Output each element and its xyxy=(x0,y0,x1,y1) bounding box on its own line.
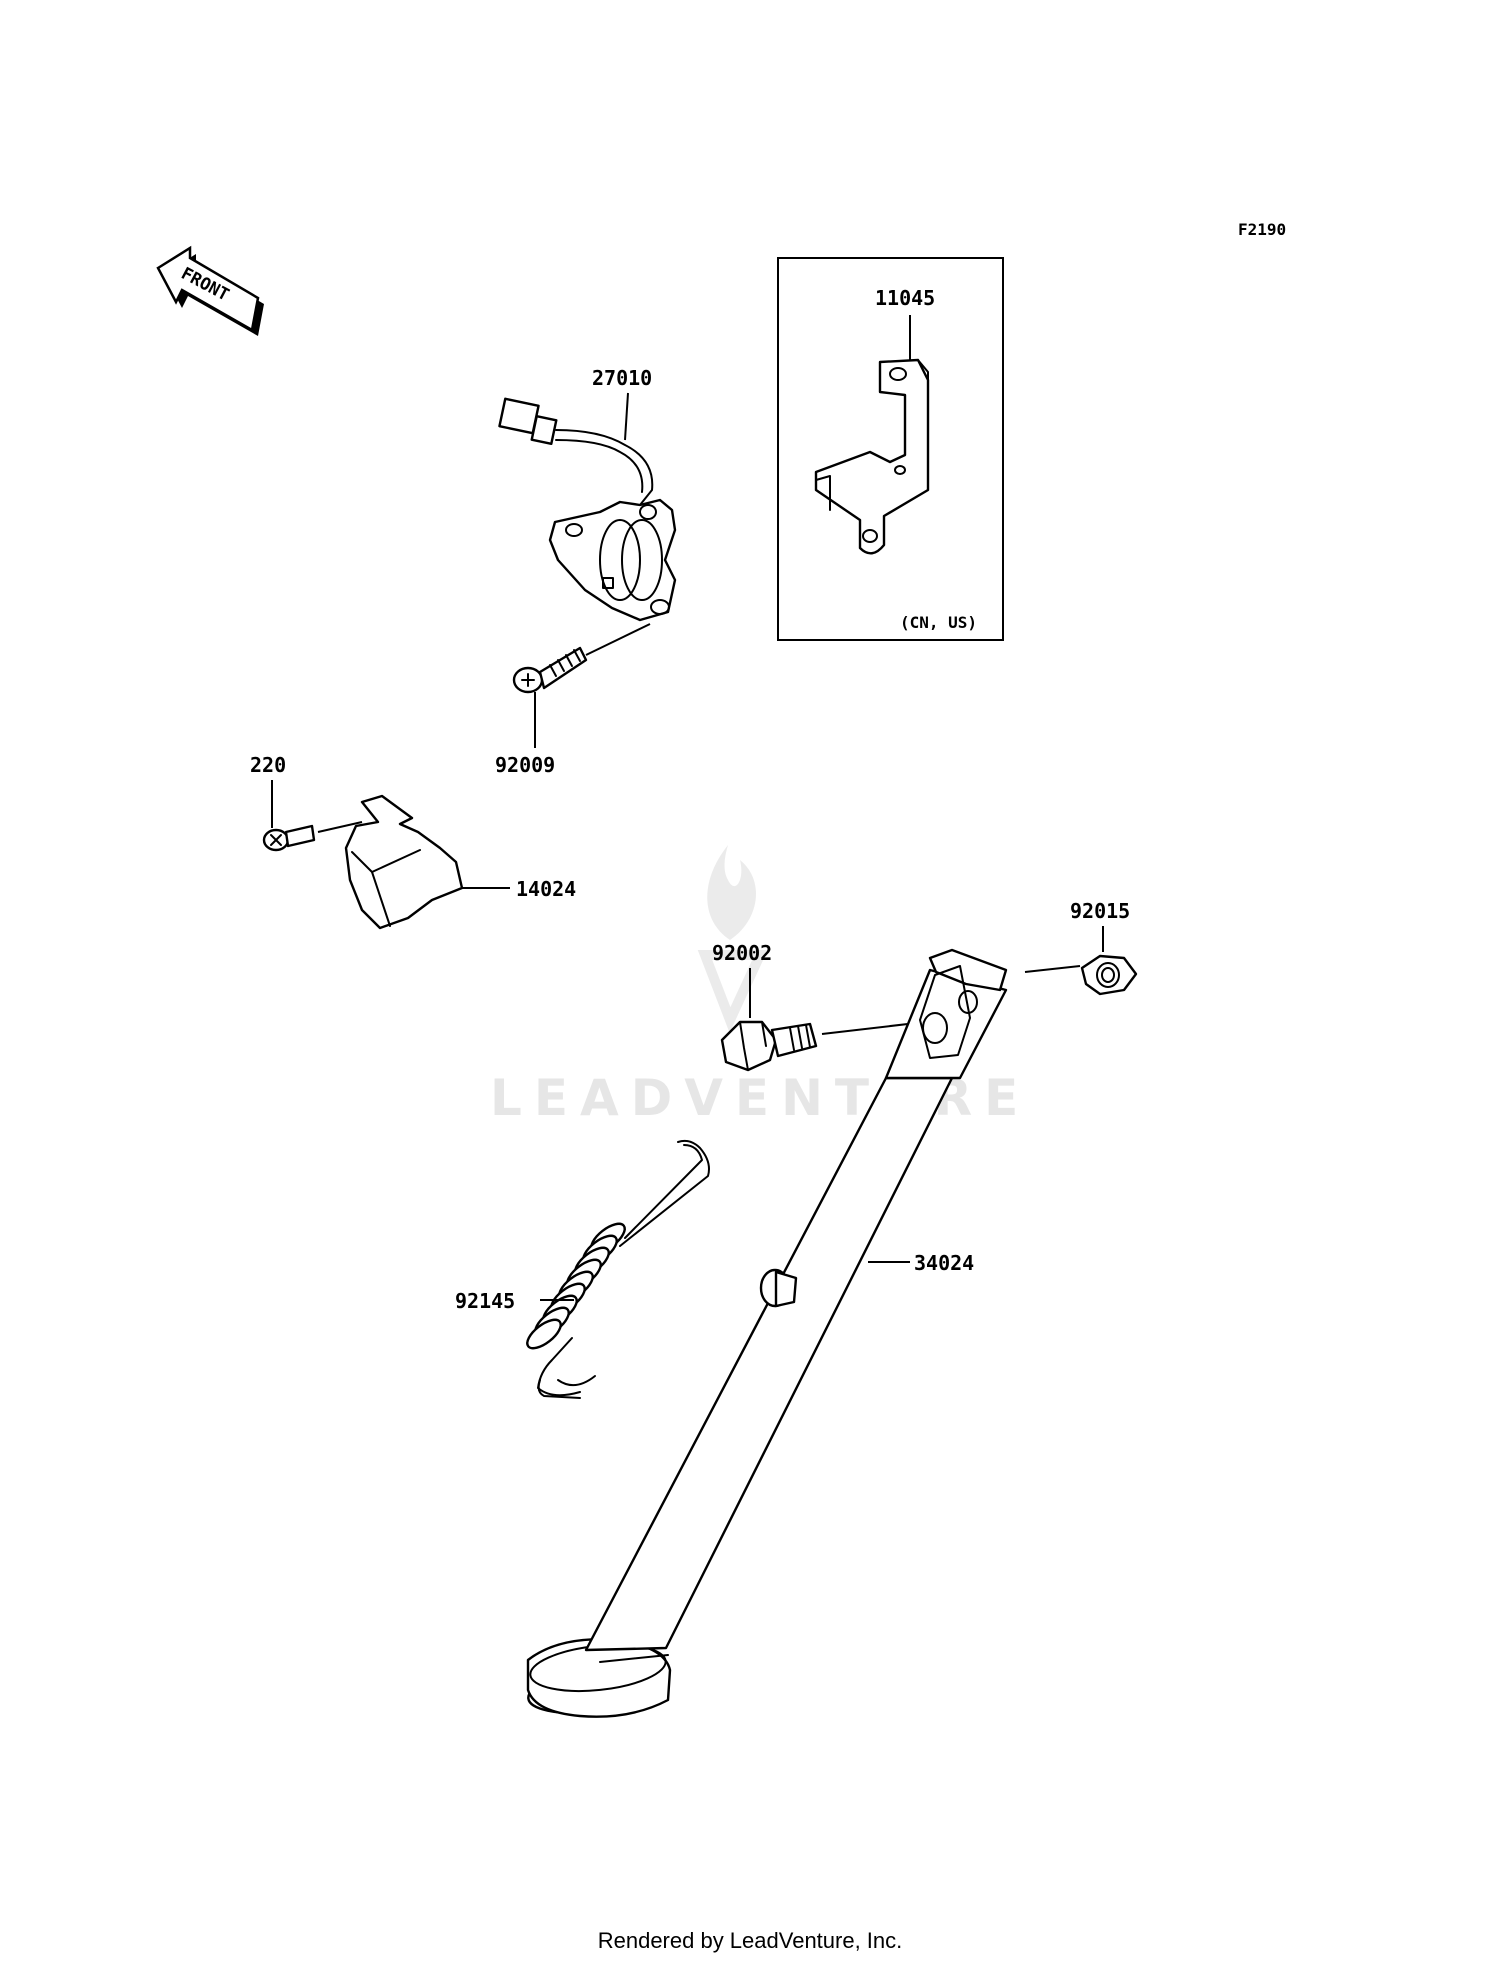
part-27010-switch: 27010 xyxy=(498,366,677,622)
inset-box-11045: 11045 (CN, US) xyxy=(777,257,1004,641)
footer-credit: Rendered by LeadVenture, Inc. xyxy=(598,1928,903,1953)
part-92002-bolt: 92002 xyxy=(712,941,926,1072)
part-label-92002: 92002 xyxy=(712,941,772,965)
part-label-92145: 92145 xyxy=(455,1289,515,1313)
part-label-220: 220 xyxy=(250,753,286,777)
part-label-92009: 92009 xyxy=(495,753,555,777)
front-arrow-icon: FRONT xyxy=(156,245,264,336)
part-label-92015: 92015 xyxy=(1070,899,1130,923)
part-220-screw: 220 xyxy=(250,753,363,852)
bracket-11045 xyxy=(814,358,930,555)
part-label-34024: 34024 xyxy=(914,1251,974,1275)
part-14024-cover: 14024 xyxy=(344,794,576,930)
part-34024-side-stand: 34024 xyxy=(526,948,1008,1718)
part-92015-nut: 92015 xyxy=(1024,899,1138,996)
diagram-code: F2190 xyxy=(1238,220,1286,239)
spring-coils xyxy=(526,1222,626,1350)
part-92145-spring: 92145 xyxy=(455,1139,710,1399)
part-label-27010: 27010 xyxy=(592,366,652,390)
part-label-11045: 11045 xyxy=(875,286,935,310)
part-label-14024: 14024 xyxy=(516,877,576,901)
inset-region-note: (CN, US) xyxy=(900,613,977,632)
watermark-flame-icon xyxy=(697,845,768,1033)
part-92009-screw: 92009 xyxy=(495,623,651,777)
